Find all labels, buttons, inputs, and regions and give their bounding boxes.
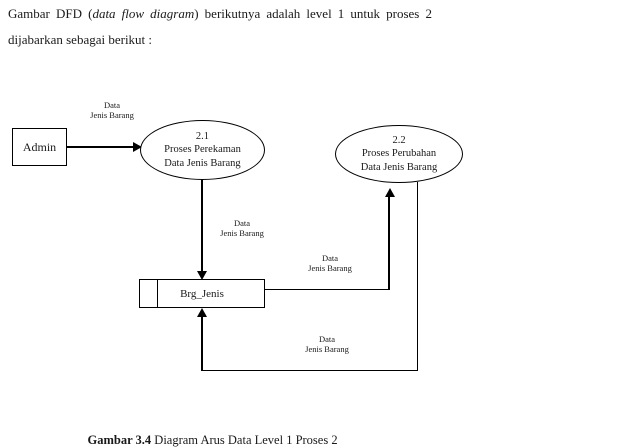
intro-text-italic: data flow diagram (92, 6, 195, 21)
admin-label: Admin (22, 139, 57, 154)
flow-label-admin-to-p21: Data Jenis Barang (90, 100, 134, 120)
intro-line-2: dijabarkan sebagai berikut : (8, 32, 153, 47)
intro-paragraph: Gambar DFD (data flow diagram) berikutny… (8, 1, 432, 53)
flow-line-store-to-p22-vertical (388, 196, 390, 290)
intro-text-prefix: Gambar DFD ( (8, 6, 93, 21)
flow-label-store-to-p22: Data Jenis Barang (308, 253, 352, 273)
datastore-label: Brg_Jenis (180, 287, 224, 300)
arrowhead-p22-to-store (197, 308, 207, 317)
external-entity-admin: Admin (12, 128, 67, 166)
flow-line-store-to-p22-horizontal (265, 289, 389, 290)
datastore-brg-jenis: Brg_Jenis (139, 279, 265, 308)
intro-line-1: Gambar DFD (data flow diagram) berikutny… (8, 1, 432, 27)
flow-line-p22-to-store-vertical-left (201, 316, 203, 371)
flow-line-p22-to-store-vertical-right (417, 182, 418, 371)
process-2-2: 2.2 Proses Perubahan Data Jenis Barang (335, 125, 463, 183)
datastore-divider (157, 280, 158, 307)
flow-label-p22-to-store: Data Jenis Barang (305, 334, 349, 354)
intro-text-suffix: ) berikutnya adalah level 1 untuk proses… (194, 6, 432, 21)
figure-caption-title: Diagram Arus Data Level 1 Proses 2 (151, 433, 338, 447)
process-2-1-label: 2.1 Proses Perekaman Data Jenis Barang (164, 131, 241, 169)
process-2-1: 2.1 Proses Perekaman Data Jenis Barang (140, 120, 265, 180)
flow-line-p21-to-store (201, 179, 203, 272)
arrowhead-store-to-p22 (385, 188, 395, 197)
flow-label-p21-to-store: Data Jenis Barang (220, 218, 264, 238)
figure-caption: Gambar 3.4 Diagram Arus Data Level 1 Pro… (75, 418, 338, 448)
flow-line-p22-to-store-horizontal (202, 370, 418, 371)
flow-line-admin-to-p21 (67, 146, 133, 148)
arrowhead-p21-to-store (197, 271, 207, 280)
figure-caption-number: Gambar 3.4 (87, 433, 152, 447)
process-2-2-label: 2.2 Proses Perubahan Data Jenis Barang (360, 135, 438, 173)
arrowhead-admin-to-p21 (133, 142, 142, 152)
